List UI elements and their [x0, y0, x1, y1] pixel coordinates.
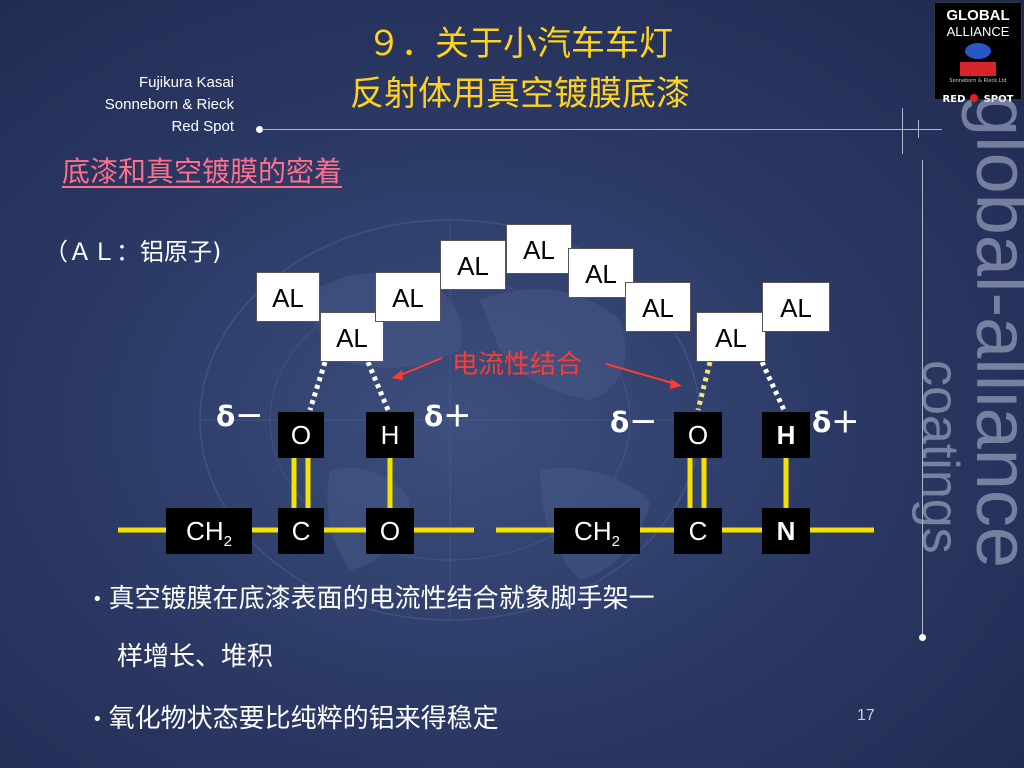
company-line1: Fujikura Kasai [138, 74, 234, 91]
logo-text-alliance: ALLIANCE [946, 24, 1010, 39]
vertical-brand-outer: global-alliance [961, 95, 1024, 569]
bullet-dot: • [92, 708, 103, 730]
global-alliance-logo: GLOBAL ALLIANCE Sonneborn & Rieck Ltd RE… [934, 2, 1022, 105]
header-divider [262, 129, 942, 130]
atom-ch2-right: CH2 [554, 508, 640, 554]
al-atom-1: AL [256, 272, 320, 322]
arrow-right-head [670, 379, 682, 389]
galvanic-bond-label: 电流性结合 [452, 350, 583, 380]
bullet-1-text: 真空镀膜在底漆表面的电流性结合就象脚手架一 [108, 584, 655, 614]
al-atom-9: AL [762, 282, 830, 332]
logo-sr-icon [960, 62, 996, 76]
dotted-bond-2 [365, 361, 391, 411]
slide-title-line1: ９．关于小汽车车灯 [367, 24, 673, 64]
arrow-right [605, 363, 677, 385]
atom-c-left: C [278, 508, 324, 554]
atom-o-chain-left: O [366, 508, 414, 554]
atom-c-right: C [674, 508, 722, 554]
bullet-1-continued: 样增长、堆积 [117, 642, 274, 672]
logo-red-spot: RED SPOT [935, 87, 1021, 106]
arrow-left [397, 357, 443, 377]
ch-label: CH [186, 516, 224, 546]
arrow-left-head [392, 370, 403, 380]
atom-ch2-left: CH2 [166, 508, 252, 554]
logo-small-text: Sonneborn & Rieck Ltd [949, 78, 1007, 84]
al-atom-8: AL [696, 312, 766, 362]
al-atom-5: AL [506, 224, 572, 274]
atom-h-upper-right: H [762, 412, 810, 458]
logo-red: RED [942, 94, 966, 105]
logo-emblem-icon [965, 43, 991, 59]
atom-h-upper-left: H [366, 412, 414, 458]
section-subtitle: 底漆和真空镀膜的密着 [62, 155, 343, 188]
page-number: 17 [857, 707, 875, 724]
logo-text-global: GLOBAL [946, 7, 1010, 24]
crosshair-h [910, 129, 928, 130]
al-atom-3: AL [375, 272, 441, 322]
corner-bracket-top [902, 108, 943, 154]
ch-label: CH [574, 516, 612, 546]
company-line3: Red Spot [171, 118, 234, 135]
subscript-2: 2 [611, 533, 620, 551]
bullet-2-text: 氧化物状态要比纯粹的铝来得稳定 [108, 704, 499, 734]
bullet-2: •氧化物状态要比纯粹的铝来得稳定 [92, 696, 499, 743]
atom-o-upper-left: O [278, 412, 324, 458]
vertical-line-dot [919, 634, 926, 641]
al-atom-4: AL [440, 240, 506, 290]
header-divider-dot [256, 126, 263, 133]
dotted-bond-1 [307, 361, 328, 411]
al-atom-6: AL [568, 248, 634, 298]
delta-minus-left: δ－ [216, 400, 264, 433]
vertical-brand-inner: coatings [911, 360, 969, 554]
atom-o-upper-right: O [674, 412, 722, 458]
dotted-bond-3 [695, 361, 713, 411]
subscript-2: 2 [223, 533, 232, 551]
delta-plus-right: δ＋ [812, 406, 860, 439]
atom-n-right: N [762, 508, 810, 554]
company-line2: Sonneborn & Rieck [104, 96, 234, 113]
logo-spot: SPOT [983, 94, 1014, 105]
bullet-dot: • [92, 588, 103, 610]
al-legend: （ＡＬ：铝原子) [44, 238, 222, 266]
company-names: Fujikura Kasai Sonneborn & Rieck Red Spo… [105, 72, 234, 138]
al-atom-2: AL [320, 312, 384, 362]
logo-spot-dot-icon [970, 93, 979, 102]
delta-minus-right: δ－ [610, 406, 658, 439]
al-atom-7: AL [625, 282, 691, 332]
slide-title-line2: 反射体用真空镀膜底漆 [350, 74, 690, 114]
delta-plus-left: δ＋ [424, 400, 472, 433]
bullet-1: •真空镀膜在底漆表面的电流性结合就象脚手架一 [92, 576, 655, 623]
dotted-bond-4 [759, 360, 787, 412]
vertical-line [922, 160, 923, 638]
